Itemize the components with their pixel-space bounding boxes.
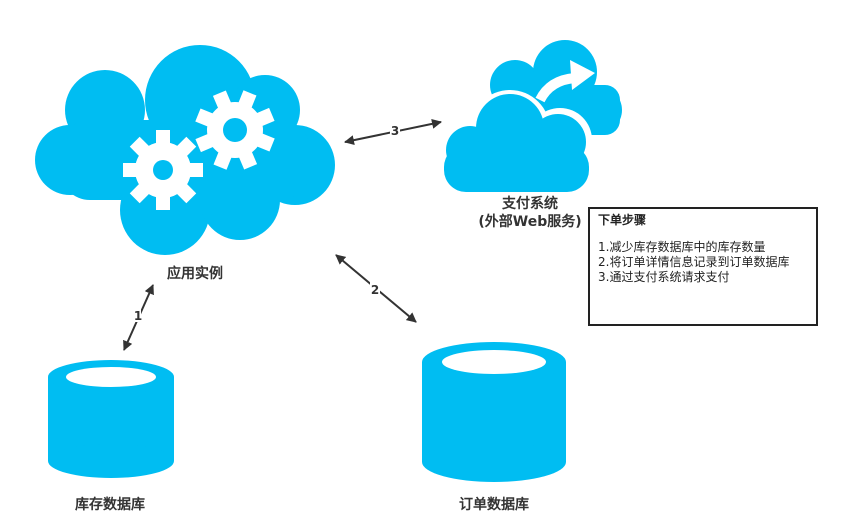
- step-item: 3.通过支付系统请求支付: [598, 270, 730, 284]
- inventory-db-label: 库存数据库: [75, 497, 145, 513]
- cloud-share-icon: [444, 40, 622, 198]
- cloud-gears-icon: [35, 45, 335, 255]
- edge-3: 3: [344, 118, 442, 146]
- edge-label-3: 3: [391, 124, 399, 138]
- order-steps-box: 下单步骤 1.减少库存数据库中的库存数量 2.将订单详情信息记录到订单数据库 3…: [588, 207, 818, 326]
- app-instance-label: 应用实例: [167, 266, 223, 282]
- edge-1: 1: [123, 284, 154, 351]
- step-item: 1.减少库存数据库中的库存数量: [598, 240, 766, 254]
- inventory-db-icon: [48, 360, 174, 478]
- payment-system-label: 支付系统: [502, 196, 558, 212]
- edge-2: 2: [335, 254, 417, 323]
- steps-title: 下单步骤: [598, 213, 647, 227]
- payment-system-sublabel: (外部Web服务): [478, 214, 582, 230]
- edge-label-1: 1: [134, 309, 142, 323]
- order-db-label: 订单数据库: [459, 497, 529, 513]
- order-db-icon: [422, 342, 566, 482]
- edge-label-2: 2: [371, 283, 379, 297]
- step-item: 2.将订单详情信息记录到订单数据库: [598, 255, 790, 269]
